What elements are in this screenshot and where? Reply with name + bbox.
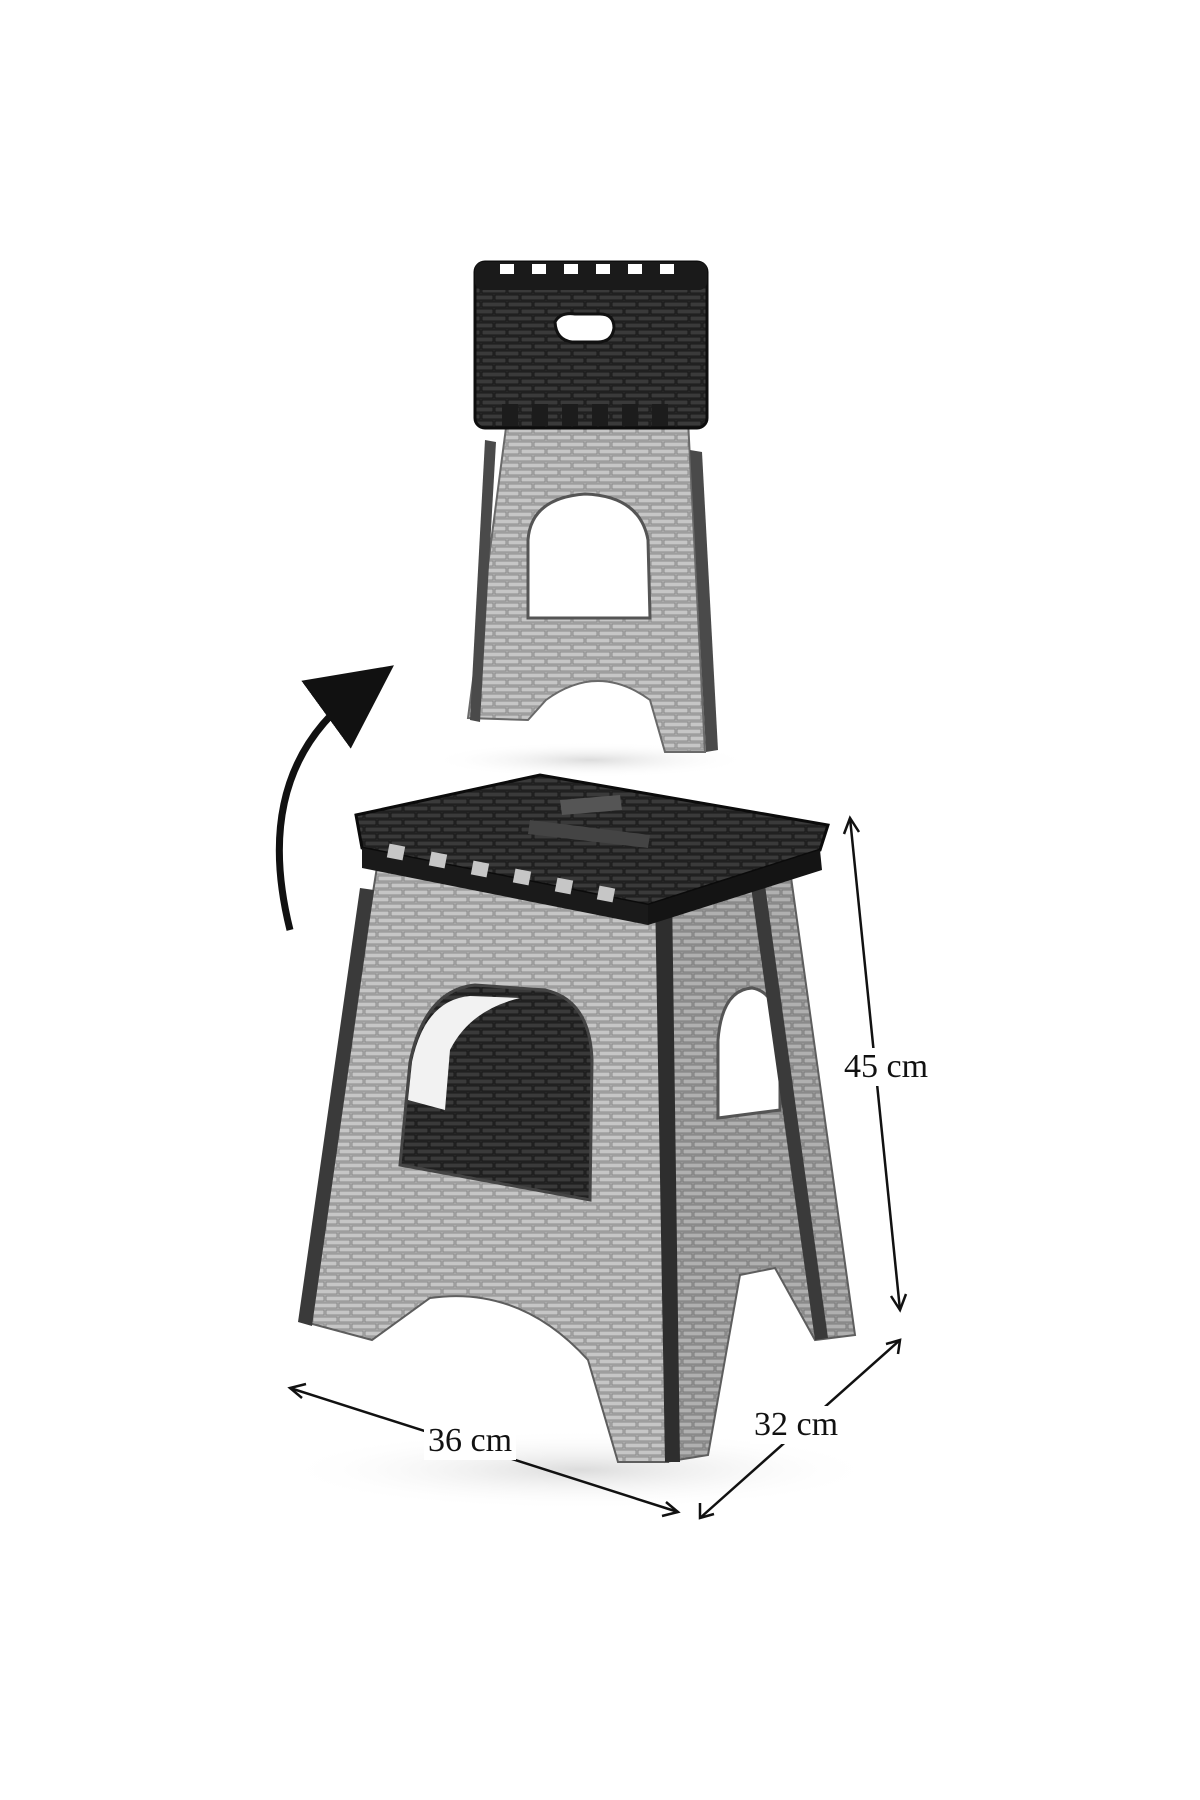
folded-stool-handle (553, 312, 616, 344)
width-label: 36 cm (424, 1422, 517, 1460)
open-stool-side-panel (658, 868, 857, 1464)
folded-stool-cutout (526, 492, 652, 620)
folded-stool (430, 260, 750, 778)
height-label: 45 cm (840, 1048, 933, 1086)
unfold-arrow-icon (275, 665, 394, 931)
depth-label: 32 cm (750, 1406, 843, 1444)
open-stool (280, 773, 880, 1510)
